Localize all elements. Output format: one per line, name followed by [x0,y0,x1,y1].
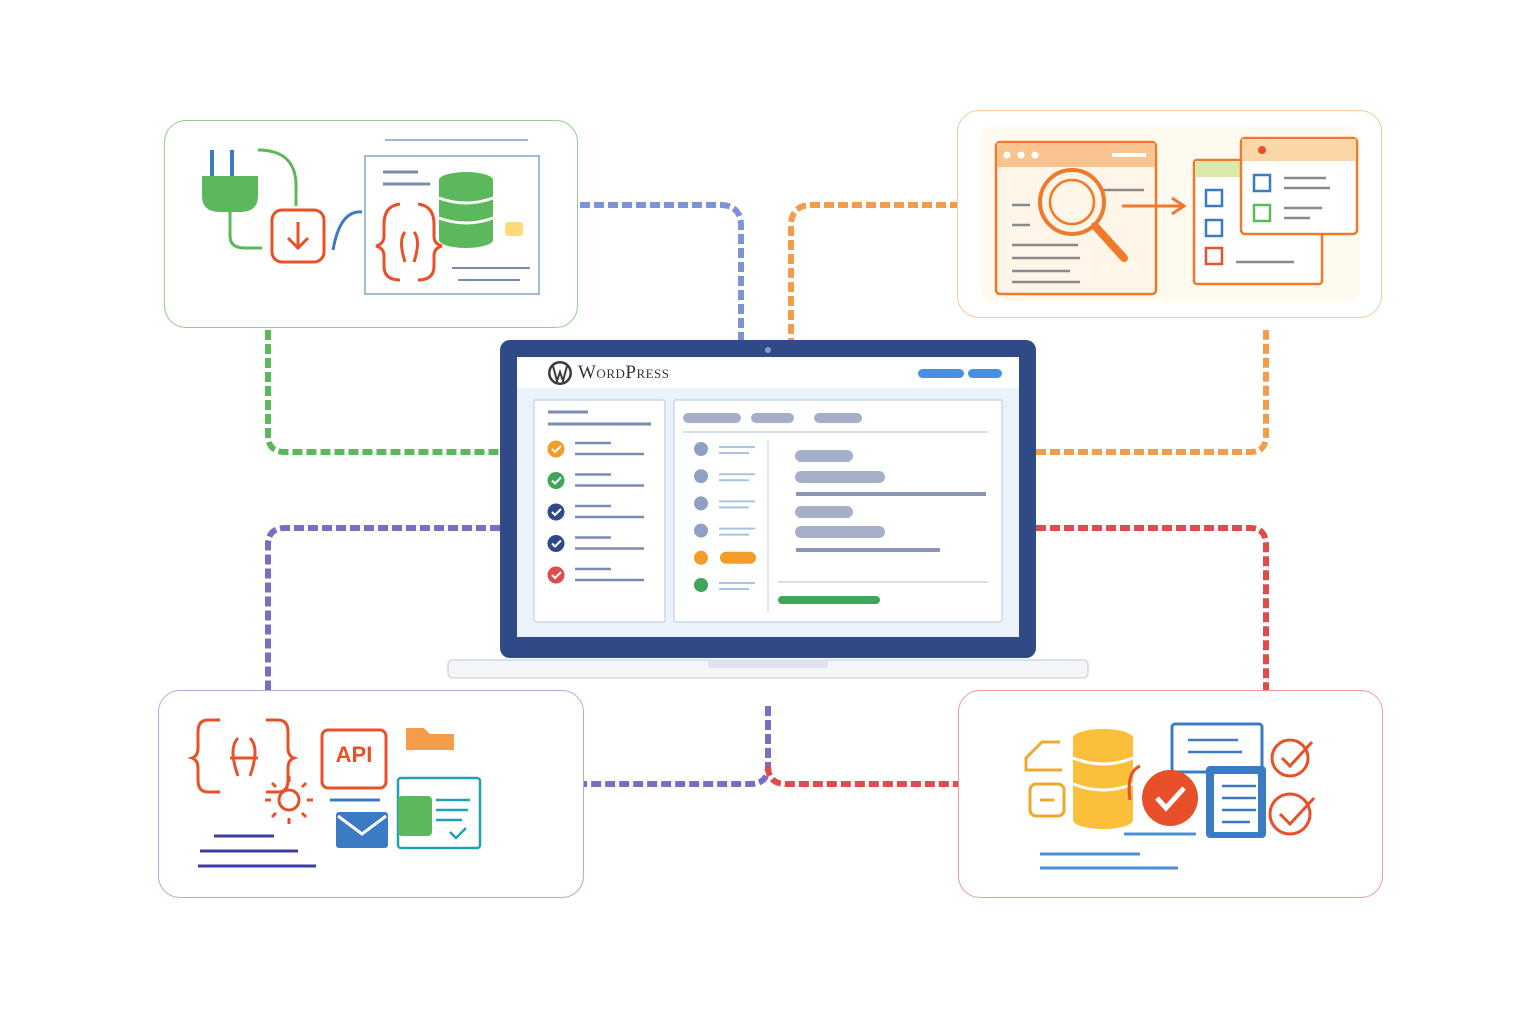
sidebar-status-icon [547,440,565,458]
code-braces-icon [375,202,443,282]
sidebar-item-lines [575,536,644,550]
tab-3 [814,413,862,423]
connector-orange-top [788,202,960,340]
connector-green [265,330,500,455]
sidebar-status-icon [547,503,565,521]
progress-bar [778,596,880,604]
mail-icon [336,812,388,848]
gear-icon [265,776,313,824]
arrow-right-icon [1122,196,1187,216]
connector-purple-left [265,525,500,690]
document-icon [1170,722,1266,838]
sidebar-item-lines [575,441,644,456]
content-status-icon [694,550,708,565]
content-status-icon [694,523,708,538]
folder-icon [406,728,454,750]
check-circle-icon [1268,738,1316,836]
id-card-icon [396,776,482,850]
tab-2 [751,413,794,423]
tab-1 [683,413,741,423]
database-icon [438,172,494,248]
content-item-lines [719,527,755,536]
content-status-icon [694,442,708,456]
search-icon [1038,168,1128,262]
sidebar-item-lines [575,567,644,582]
header-button-1 [918,369,964,378]
content-item-lines [719,500,755,509]
header-button-2 [968,369,1002,378]
sidebar-status-icon [547,535,565,552]
sidebar-panel [533,399,666,623]
tag-icon [1024,740,1066,818]
check-icon [551,571,562,580]
content-pill [720,551,756,564]
plug-icon [202,148,298,250]
sidebar-item-lines [575,473,644,487]
database-icon [1072,729,1134,829]
sidebar-item-lines [575,504,644,519]
card-api-integrations [158,690,584,898]
check-icon [551,445,562,454]
wordpress-brand-label: WordPress [578,362,670,383]
connector-red-right [1036,525,1269,690]
api-label: API [335,742,373,767]
connector-red-bottom [765,765,958,787]
content-item-lines [719,446,755,454]
sidebar-status-icon [547,566,565,584]
check-icon [551,476,562,485]
download-icon [270,208,326,264]
check-badge-icon [1142,770,1198,826]
api-icon [320,728,388,790]
checklist-panel-icon [1192,136,1359,286]
check-icon [551,508,562,517]
code-braces-icon [187,718,299,794]
connector-orange-right [1036,330,1269,455]
connector-blue [580,202,744,340]
wordpress-logo-icon [548,361,572,385]
content-status-icon [694,496,708,511]
sidebar-status-icon [547,472,565,489]
content-item-lines [719,582,755,590]
content-item-lines [719,473,755,482]
content-status-icon [694,578,708,592]
content-status-icon [694,469,708,484]
check-icon [551,539,562,548]
